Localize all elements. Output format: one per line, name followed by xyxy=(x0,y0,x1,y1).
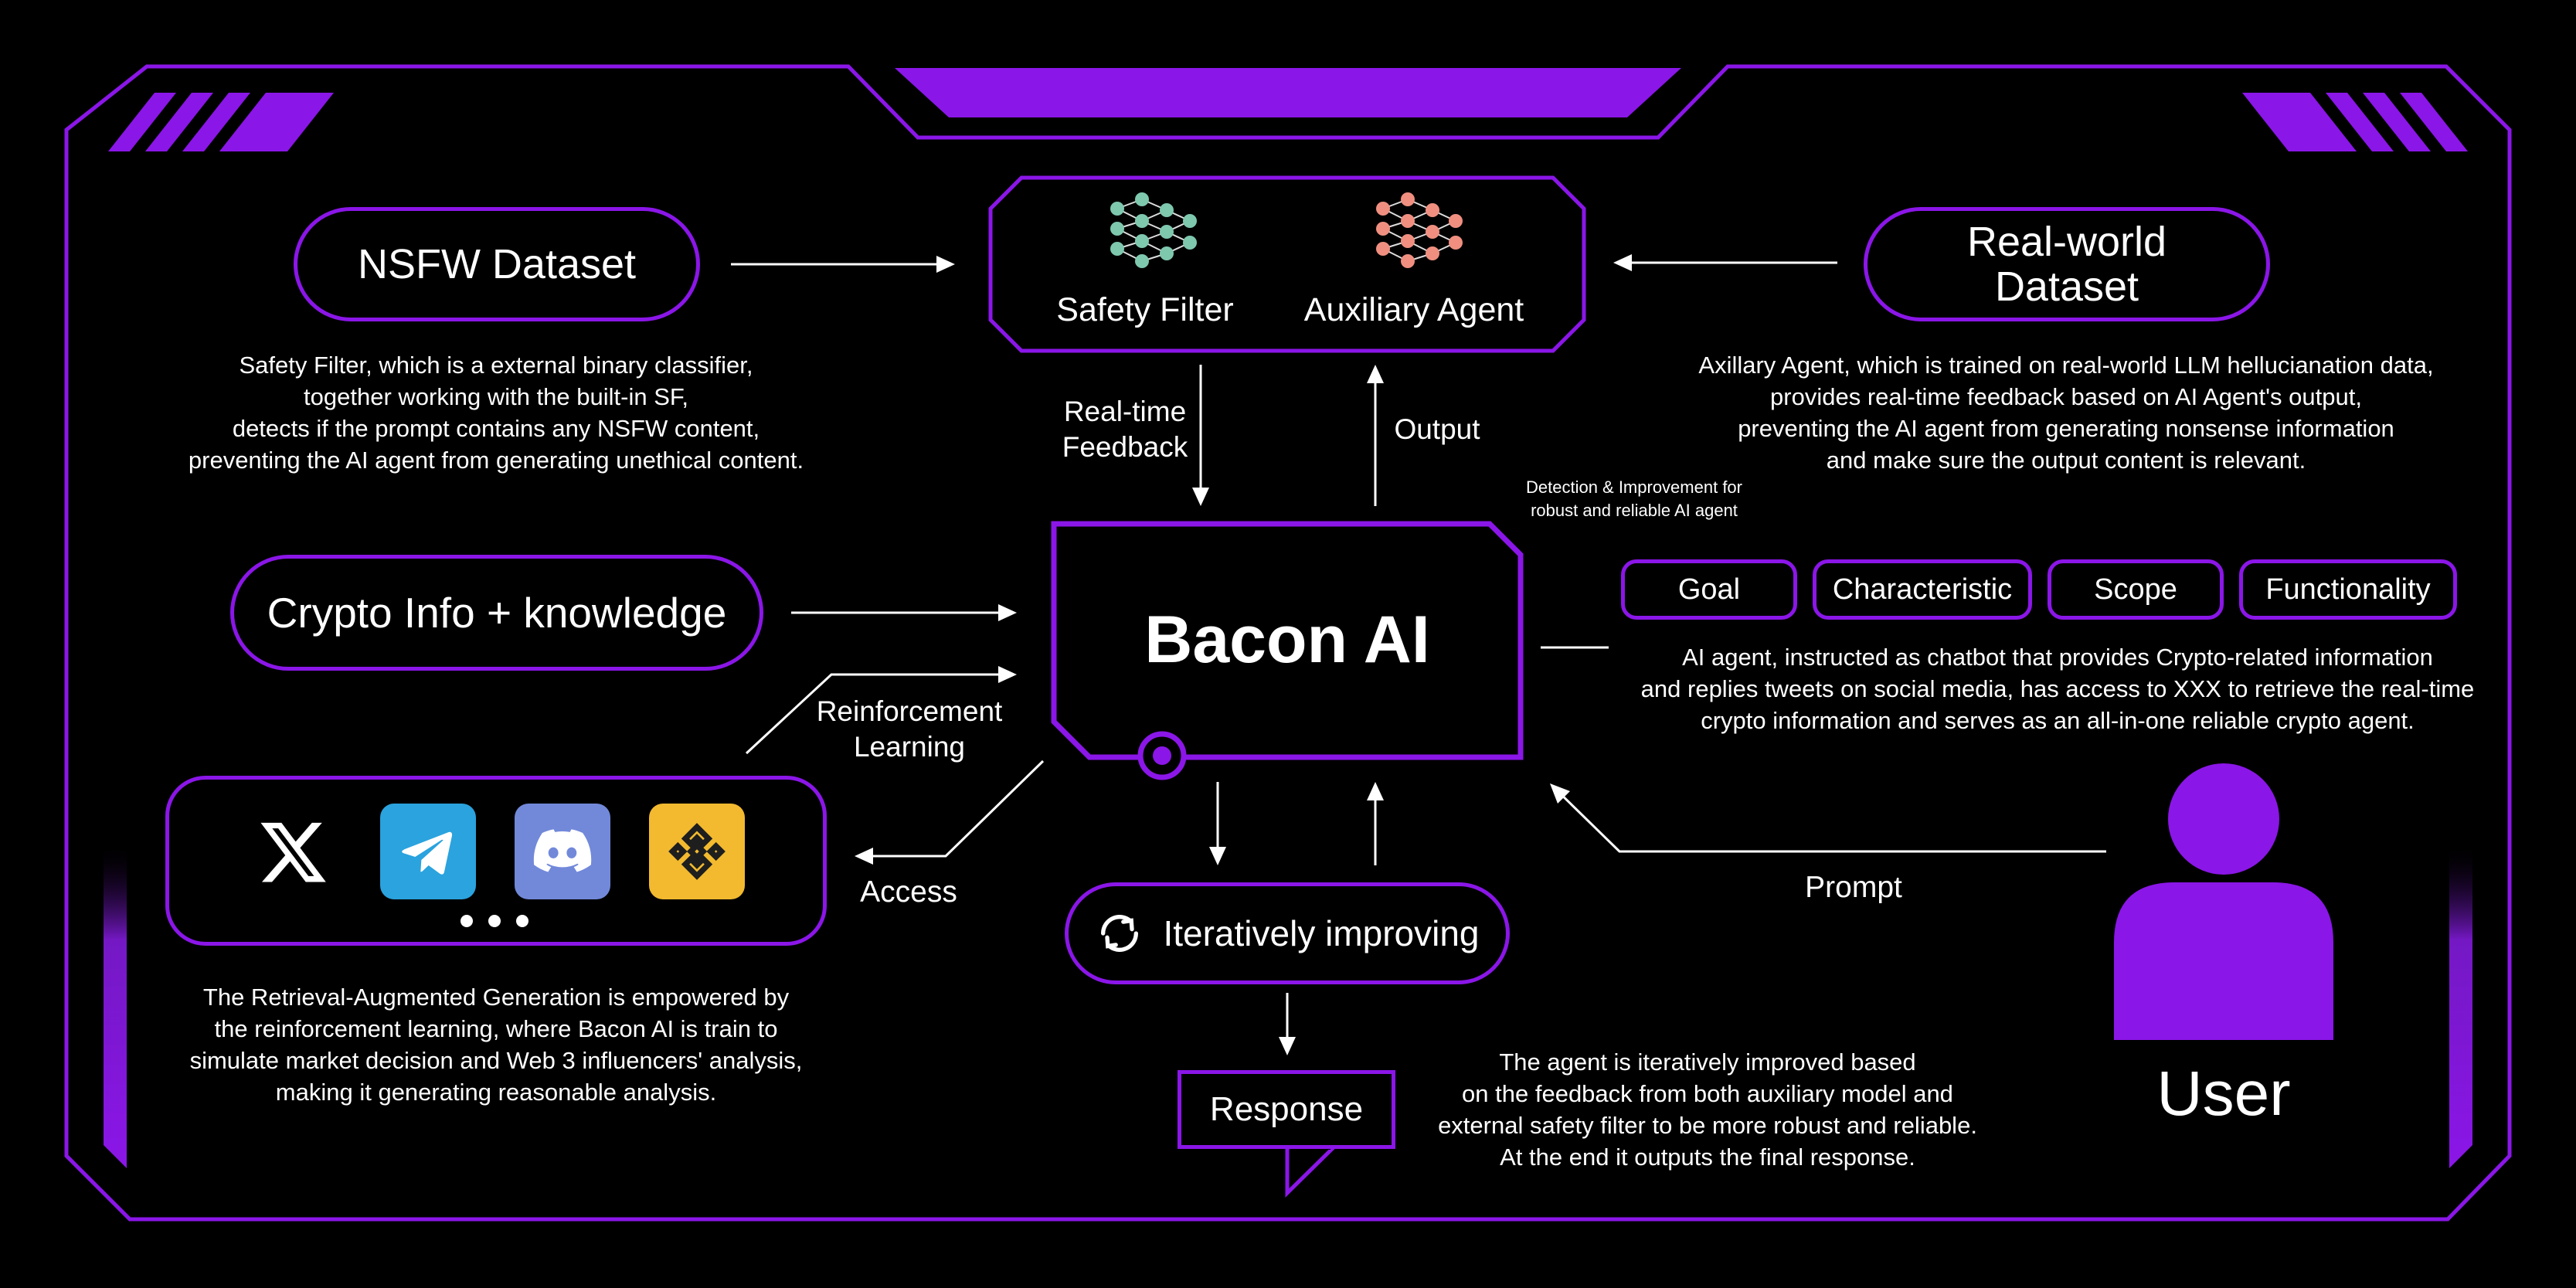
access-label: Access xyxy=(860,875,957,909)
desc-line: The Retrieval-Augmented Generation is em… xyxy=(202,984,790,1011)
realworld-dataset-label-2: Dataset xyxy=(1994,263,2139,310)
desc-line: together working with the built-in SF, xyxy=(304,383,688,410)
realtime-feedback-label: Real-time Feedback xyxy=(1034,394,1216,465)
tag-functionality: Functionality xyxy=(2239,559,2457,620)
desc-line: and make sure the output content is rele… xyxy=(1826,447,2306,474)
response-label: Response xyxy=(1209,1090,1364,1128)
desc-line: on the feedback from both auxiliary mode… xyxy=(1462,1080,1953,1107)
auxiliary-agent-network-icon xyxy=(1376,192,1463,268)
desc-line: detects if the prompt contains any NSFW … xyxy=(232,415,760,442)
crypto-info-node: Crypto Info + knowledge xyxy=(230,555,763,671)
desc-line: crypto information and serves as an all-… xyxy=(1701,707,2415,734)
realworld-dataset-node: Real-world Dataset xyxy=(1864,207,2270,321)
label-line: Real-time xyxy=(1063,396,1187,427)
desc-line: preventing the AI agent from generating … xyxy=(188,447,804,474)
desc-line: simulate market decision and Web 3 influ… xyxy=(189,1047,803,1074)
desc-line: external safety filter to be more robust… xyxy=(1438,1112,1977,1139)
auxiliary-agent-description: Axillary Agent, which is trained on real… xyxy=(1592,349,2540,476)
tag-scope: Scope xyxy=(2048,559,2224,620)
ai-agent-description: AI agent, instructed as chatbot that pro… xyxy=(1568,641,2547,736)
more-sources-icon xyxy=(460,915,528,927)
iteratively-improving-node: Iteratively improving xyxy=(1065,882,1510,984)
iterative-description: The agent is iteratively improved based … xyxy=(1398,1046,2017,1173)
tag-goal: Goal xyxy=(1621,559,1797,620)
realworld-dataset-label-1: Real-world xyxy=(1966,219,2167,265)
desc-line: preventing the AI agent from generating … xyxy=(1738,415,2394,442)
desc-line: AI agent, instructed as chatbot that pro… xyxy=(1682,644,2433,671)
desc-line: making it generating reasonable analysis… xyxy=(275,1079,717,1106)
binance-icon xyxy=(649,804,745,899)
prompt-label: Prompt xyxy=(1805,871,1902,904)
label-line: Feedback xyxy=(1062,431,1188,463)
desc-line: Safety Filter, which is a external binar… xyxy=(239,352,753,379)
reinforcement-learning-label: Reinforcement Learning xyxy=(804,694,1015,765)
discord-icon xyxy=(515,804,610,899)
response-node: Response xyxy=(1178,1070,1395,1149)
safety-filter-network-icon xyxy=(1110,192,1197,268)
user-label: User xyxy=(2156,1059,2291,1129)
desc-line: The agent is iteratively improved based xyxy=(1499,1048,1916,1076)
tag-characteristic: Characteristic xyxy=(1813,559,2032,620)
desc-line: At the end it outputs the final response… xyxy=(1500,1144,1915,1171)
nsfw-dataset-label: NSFW Dataset xyxy=(357,241,637,287)
desc-line: provides real-time feedback based on AI … xyxy=(1770,383,2362,410)
rag-description: The Retrieval-Augmented Generation is em… xyxy=(116,981,876,1108)
desc-line: Axillary Agent, which is trained on real… xyxy=(1698,352,2434,379)
data-sources-node xyxy=(165,776,827,946)
detection-label: Detection & Improvement for robust and r… xyxy=(1468,476,1800,522)
label-line: Detection & Improvement for xyxy=(1525,477,1742,497)
crypto-info-label: Crypto Info + knowledge xyxy=(267,589,727,637)
label-line: robust and reliable AI agent xyxy=(1531,501,1738,520)
label-line: Learning xyxy=(853,731,965,763)
desc-line: and replies tweets on social media, has … xyxy=(1640,675,2475,702)
auxiliary-agent-label: Auxiliary Agent xyxy=(1303,291,1524,328)
label-line: Reinforcement xyxy=(816,695,1003,727)
safety-filter-description: Safety Filter, which is a external binar… xyxy=(116,349,876,476)
user-icon xyxy=(2114,763,2333,1040)
safety-filter-label: Safety Filter xyxy=(1056,291,1234,328)
desc-line: the reinforcement learning, where Bacon … xyxy=(214,1015,778,1042)
output-label: Output xyxy=(1394,413,1480,445)
nsfw-dataset-node: NSFW Dataset xyxy=(294,207,700,321)
bacon-ai-title: Bacon AI xyxy=(1144,603,1430,677)
x-icon xyxy=(246,804,342,899)
iteratively-improving-label: Iteratively improving xyxy=(1163,913,1480,953)
refresh-icon xyxy=(1101,915,1139,952)
telegram-icon xyxy=(380,804,476,899)
